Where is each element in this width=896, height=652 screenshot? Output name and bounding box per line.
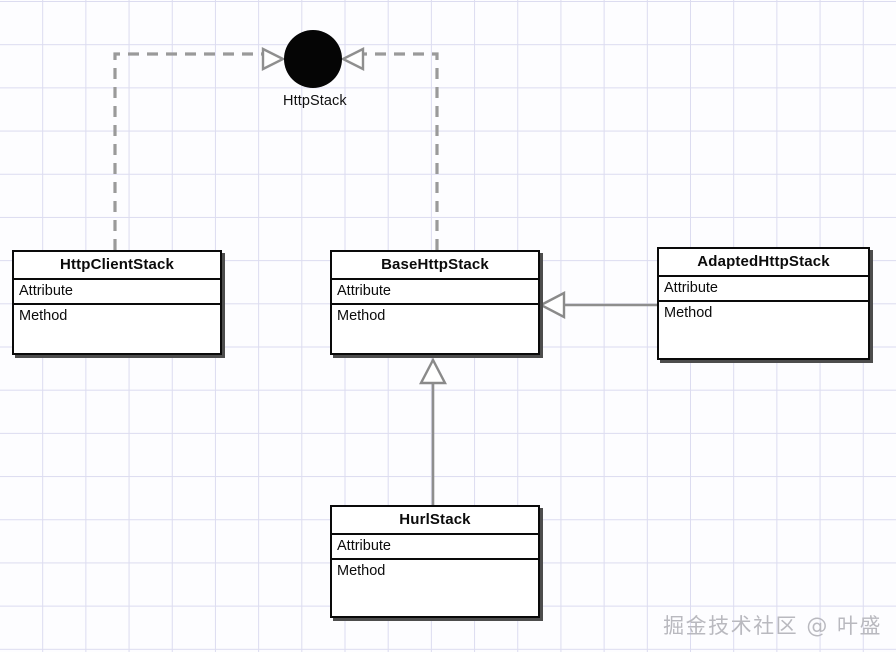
class-method-row: Method [664,305,713,321]
class-box-basehttpstack[interactable]: BaseHttpStack Attribute Method [330,250,540,355]
interface-circle-icon [284,30,342,88]
hollow-triangle-arrowhead-inherit-v [419,357,447,385]
edge-httpclientstack-to-httpstack [113,47,286,250]
edge-adaptedhttpstack-to-basehttpstack [538,291,657,319]
edge-basehttpstack-to-httpstack [340,47,439,250]
class-method-row: Method [337,563,386,579]
class-method-row: Method [19,308,68,324]
class-title: HurlStack [332,507,538,535]
class-attribute-row: Attribute [332,280,538,305]
interface-label: HttpStack [283,93,347,109]
class-box-hurlstack[interactable]: HurlStack Attribute Method [330,505,540,618]
class-method-row: Method [337,308,386,324]
class-attribute-row: Attribute [14,280,220,305]
interface-node-httpstack[interactable]: HttpStack [283,30,347,109]
class-attribute-row: Attribute [332,535,538,560]
class-title: HttpClientStack [14,252,220,280]
hollow-triangle-arrowhead-right [340,47,365,71]
watermark: 掘金技术社区 @ 叶盛 [663,614,882,638]
class-title: AdaptedHttpStack [659,249,868,277]
class-title: BaseHttpStack [332,252,538,280]
edge-hurlstack-to-basehttpstack [419,357,447,505]
class-attribute-row: Attribute [659,277,868,302]
class-box-adaptedhttpstack[interactable]: AdaptedHttpStack Attribute Method [657,247,870,360]
hollow-triangle-arrowhead-inherit-h [538,291,566,319]
class-box-httpclientstack[interactable]: HttpClientStack Attribute Method [12,250,222,355]
hollow-triangle-arrowhead-left [261,47,286,71]
